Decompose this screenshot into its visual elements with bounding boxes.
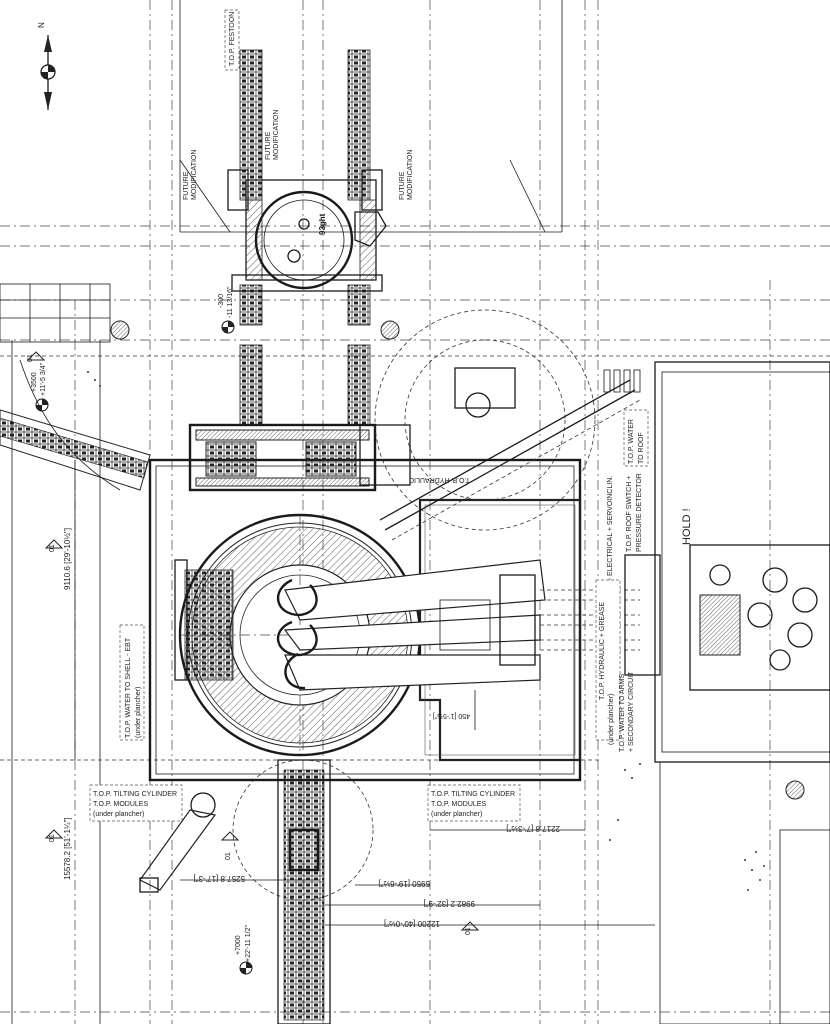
shell-water-label: T.O.P. WATER TO SHELL - EBT (under planc… <box>119 624 145 741</box>
svg-text:-11 13/16": -11 13/16" <box>227 286 234 318</box>
pipe-labels-right: T.O.P. WATER TO ROOF T.O.P. ROOF SWITCH … <box>409 409 649 752</box>
svg-text:+7000: +7000 <box>235 935 242 955</box>
svg-text:12200 [40'-0½"]: 12200 [40'-0½"] <box>384 919 440 928</box>
svg-text:+11'-5 3/4": +11'-5 3/4" <box>40 362 47 396</box>
svg-text:FUTURE: FUTURE <box>399 171 406 200</box>
north-label: N <box>37 22 46 28</box>
elevation-marker-plus-3500: +3500 +11'-5 3/4" 01 <box>26 351 49 412</box>
svg-text:T.O.P. TILTING CYLINDER: T.O.P. TILTING CYLINDER <box>431 791 515 798</box>
svg-text:MODIFICATION: MODIFICATION <box>273 110 280 160</box>
svg-text:01: 01 <box>27 354 34 362</box>
left-platform <box>0 283 130 343</box>
svg-text:+22'-11 1/2": +22'-11 1/2" <box>245 925 252 962</box>
svg-text:15578.2 [51'-1¼"]: 15578.2 [51'-1¼"] <box>63 817 72 880</box>
svg-text:5257.8 [17'-3"]: 5257.8 [17'-3"] <box>193 874 245 883</box>
column-marker <box>380 320 400 340</box>
ladle-car-track <box>232 759 374 1024</box>
svg-text:450 [1'-5½"]: 450 [1'-5½"] <box>433 712 470 720</box>
elevation-marker-minus-300: -300 -11 13/16" <box>218 286 235 334</box>
svg-text:T.O.P. ROOF SWITCH +: T.O.P. ROOF SWITCH + <box>626 476 633 552</box>
svg-text:+ SECONDARY CIRCUIT: + SECONDARY CIRCUIT <box>628 671 635 752</box>
tilting-mechanism: 01 <box>139 792 240 893</box>
right-lower-rooms <box>659 761 830 1024</box>
dimension-9110: 01 9110.6 [29'-10½"] <box>44 460 76 760</box>
elevation-marker-plus-7000: +7000 +22'-11 1/2" <box>235 925 253 975</box>
secondary-cables <box>379 369 641 651</box>
tilting-cylinder-left-label: T.O.P. TILTING CYLINDER T.O.P. MODULES (… <box>89 784 183 822</box>
svg-text:T.O.P. HYDRAULIC + GREASE: T.O.P. HYDRAULIC + GREASE <box>599 602 606 700</box>
svg-text:+ ELECTRICAL + SERVOINCLIN.: + ELECTRICAL + SERVOINCLIN. <box>607 476 614 582</box>
dimension-lines-bottom: 2217.8 [7'-3½"] 5257.8 [17'-3"] 5950 [19… <box>180 824 655 935</box>
svg-text:TO ROOF: TO ROOF <box>638 432 645 464</box>
frame-lines <box>11 0 563 1024</box>
svg-text:T.O.P. MODULES: T.O.P. MODULES <box>431 801 486 808</box>
svg-text:FUTURE: FUTURE <box>183 171 190 200</box>
svg-text:-300: -300 <box>218 294 225 308</box>
north-arrow-icon: N <box>37 22 56 110</box>
festoon-label: T.O.P. FESTOON <box>229 12 236 66</box>
svg-text:5950 [19'-6½"]: 5950 [19'-6½"] <box>378 879 430 888</box>
svg-text:(under plancher): (under plancher) <box>608 694 615 745</box>
svg-text:MODIFICATION: MODIFICATION <box>407 150 414 200</box>
svg-text:(under plancher): (under plancher) <box>431 811 482 818</box>
hold-label: HOLD ! <box>681 508 693 545</box>
dimension-15578: 01 15578.2 [51'-1¼"] <box>44 817 72 880</box>
heat-number: 93ght <box>318 213 327 235</box>
svg-text:T.O.P. TILTING CYLINDER: T.O.P. TILTING CYLINDER <box>93 791 177 798</box>
dimension-450: 450 [1'-5½"] <box>433 690 476 730</box>
svg-text:01: 01 <box>465 927 472 935</box>
svg-text:T.O.P. WATER TO SHELL - EBT: T.O.P. WATER TO SHELL - EBT <box>125 637 132 738</box>
roof-swing-arc <box>374 309 596 531</box>
transformer-room: HOLD ! <box>624 361 830 763</box>
svg-text:T.O.P. WATER TO ARMS: T.O.P. WATER TO ARMS <box>619 673 626 752</box>
furnace-platform <box>148 458 582 782</box>
concrete-speckle <box>87 371 765 891</box>
parked-roof-vessel: 93ght <box>227 169 387 292</box>
future-modification-labels: FUTURE MODIFICATION FUTURE MODIFICATION … <box>183 110 414 200</box>
svg-text:(under plancher): (under plancher) <box>93 811 144 818</box>
svg-text:PRESSURE DETECTOR: PRESSURE DETECTOR <box>636 473 643 552</box>
scrap-conveyor <box>0 359 151 491</box>
svg-text:01: 01 <box>49 834 56 842</box>
svg-text:T.O.P. HYDRAULIC: T.O.P. HYDRAULIC <box>409 476 470 483</box>
svg-text:T.O.P. MODULES: T.O.P. MODULES <box>93 801 148 808</box>
tilting-cylinder-right-label: T.O.P. TILTING CYLINDER T.O.P. MODULES (… <box>427 784 521 822</box>
column-marker <box>785 780 805 800</box>
svg-text:MODIFICATION: MODIFICATION <box>191 150 198 200</box>
svg-text:T.O.P. WATER: T.O.P. WATER <box>628 419 635 464</box>
svg-text:(under plancher): (under plancher) <box>135 687 142 738</box>
svg-text:01: 01 <box>49 544 56 552</box>
svg-text:FUTURE: FUTURE <box>265 131 272 160</box>
svg-text:9982.2 [32'-9"]: 9982.2 [32'-9"] <box>423 899 475 908</box>
festoon-rails: T.O.P. FESTOON <box>224 9 371 426</box>
svg-text:+3500: +3500 <box>31 372 38 392</box>
svg-text:9110.6 [29'-10½"]: 9110.6 [29'-10½"] <box>63 528 72 590</box>
svg-text:2217.8 [7'-3½"]: 2217.8 [7'-3½"] <box>506 824 560 833</box>
svg-text:01: 01 <box>225 852 232 860</box>
gantry-structure <box>188 423 411 492</box>
electrode-arms <box>276 559 546 691</box>
